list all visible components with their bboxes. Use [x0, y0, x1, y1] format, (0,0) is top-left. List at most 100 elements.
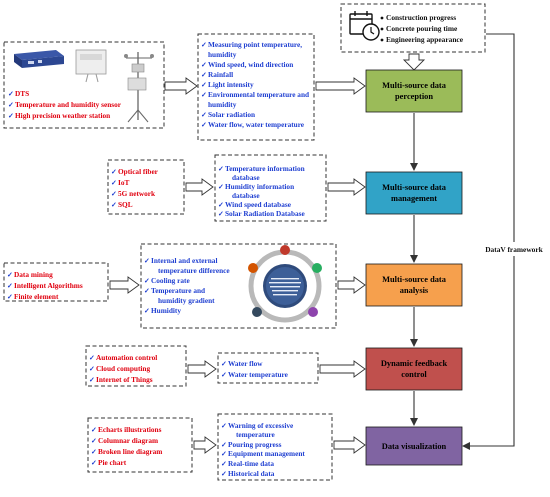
svg-text:✓: ✓ — [91, 437, 97, 445]
stage-management-line2: management — [391, 194, 437, 203]
stage-perception-line2: perception — [395, 92, 433, 101]
svg-text:✓: ✓ — [201, 111, 207, 119]
row5-right-arrow — [333, 436, 366, 454]
stage-perception-box — [365, 69, 463, 113]
row1-left-arrow — [164, 77, 198, 95]
row3-left-arrow — [109, 276, 140, 294]
stage-analysis-line2: analysis — [400, 286, 429, 295]
svg-text:✓: ✓ — [144, 277, 150, 285]
source-broken-line-diagram: Broken line diagram — [98, 447, 162, 456]
stage-feedback-line2: control — [401, 370, 427, 379]
vis-pouring-progress: Pouring progress — [228, 440, 282, 449]
svg-text:✓: ✓ — [218, 210, 224, 218]
svg-text:✓: ✓ — [201, 81, 207, 89]
svg-text:✓: ✓ — [218, 165, 224, 173]
stage-visualization: Data visualization — [365, 426, 463, 466]
svg-text:✓: ✓ — [91, 426, 97, 434]
dts-device-image — [14, 50, 64, 68]
vis-historical-data: Historical data — [228, 469, 275, 478]
datav-framework-connector: DataV framework — [462, 33, 548, 450]
svg-text:✓: ✓ — [7, 293, 13, 301]
svg-text:✓: ✓ — [201, 121, 207, 129]
pouring-time-label: Concrete pouring time — [386, 24, 458, 33]
source-finite-element: Finite element — [14, 292, 59, 301]
analysis-sources-box: ✓ Data mining ✓ Intelligent Algorithms ✓… — [3, 262, 109, 302]
stage-feedback: Dynamic feedback control — [365, 347, 463, 391]
row5-left-arrow — [193, 436, 217, 454]
source-internet-of-things: Internet of Things — [96, 375, 153, 384]
row4-left-arrow — [187, 360, 217, 378]
analysis-hub-graphic — [248, 245, 322, 323]
db-temperature-suffix: database — [232, 173, 260, 182]
analysis-temp-difference: Internal and external — [151, 256, 217, 265]
db-solar-radiation: Solar Radiation Database — [225, 209, 305, 218]
top-box-down-arrow — [402, 53, 426, 71]
svg-text:✓: ✓ — [218, 201, 224, 209]
db-temperature: Temperature information — [225, 164, 305, 173]
svg-text:✓: ✓ — [221, 450, 227, 458]
svg-text:✓: ✓ — [144, 257, 150, 265]
row1-right-arrow — [315, 77, 366, 95]
visualization-data-box: ✓ Warning of excessive temperature ✓ Pou… — [217, 413, 333, 481]
svg-text:✓: ✓ — [89, 354, 95, 362]
row2-left-arrow — [185, 178, 214, 196]
source-dts: DTS — [15, 89, 29, 98]
svg-text:✓: ✓ — [221, 360, 227, 368]
source-weather-station: High precision weather station — [15, 111, 110, 120]
stage-management-line1: Multi-source data — [382, 183, 447, 192]
stage-management-box — [365, 171, 463, 215]
analysis-data-box: ✓ Internal and external temperature diff… — [140, 243, 337, 329]
source-automation-control: Automation control — [96, 353, 157, 362]
analysis-gradient-suffix: humidity gradient — [158, 296, 215, 305]
analysis-temp-difference-suffix: temperature difference — [158, 266, 230, 275]
analysis-humidity: Humidity — [151, 306, 181, 315]
svg-text:✓: ✓ — [221, 422, 227, 430]
svg-text:✓: ✓ — [89, 365, 95, 373]
item-solar-radiation: Solar radiation — [208, 110, 255, 119]
source-columnar-diagram: Columnar diagram — [98, 436, 158, 445]
feedback-water-temperature: Water temperature — [228, 370, 289, 379]
svg-text:✓: ✓ — [111, 168, 117, 176]
stage-analysis-line1: Multi-source data — [382, 275, 447, 284]
construction-info-list: Construction progress Concrete pouring t… — [380, 13, 464, 44]
svg-text:✓: ✓ — [201, 41, 207, 49]
perception-data-box: ✓ Measuring point temperature, humidity … — [197, 33, 315, 141]
stage-analysis: Multi-source data analysis — [365, 263, 463, 307]
svg-text:✓: ✓ — [221, 441, 227, 449]
row2-right-arrow — [327, 178, 366, 196]
stage-perception: Multi-source data perception — [365, 69, 463, 113]
source-pie-chart: Pie chart — [98, 458, 127, 467]
item-rainfall: Rainfall — [208, 70, 233, 79]
engineering-appearance-label: Engineering appearance — [386, 35, 464, 44]
vis-equipment-management: Equipment management — [228, 449, 305, 458]
analysis-cooling-rate: Cooling rate — [151, 276, 190, 285]
stage-analysis-box — [365, 263, 463, 307]
svg-text:✓: ✓ — [111, 190, 117, 198]
sensor-sources-box: ✓ DTS ✓ Temperature and humidity sensor … — [3, 41, 165, 129]
management-database-box: ✓ Temperature information database ✓ Hum… — [214, 154, 327, 222]
item-environmental-humidity: humidity — [208, 100, 237, 109]
source-5g: 5G network — [118, 189, 156, 198]
stage-management: Multi-source data management — [365, 171, 463, 215]
svg-text:✓: ✓ — [8, 101, 14, 109]
svg-text:✓: ✓ — [91, 459, 97, 467]
stage-visualization-line1: Data visualization — [382, 442, 447, 451]
stage-feedback-box — [365, 347, 463, 391]
item-environmental-temperature: Environmental temperature and — [208, 90, 309, 99]
svg-text:✓: ✓ — [8, 90, 14, 98]
row4-right-arrow — [319, 360, 366, 378]
source-sql: SQL — [118, 200, 133, 209]
perception-data-list: ✓ Measuring point temperature, humidity … — [201, 40, 309, 129]
item-measuring-point-temperature: Measuring point temperature, — [208, 40, 302, 49]
stage-perception-line1: Multi-source data — [382, 81, 447, 90]
visualization-sources-box: ✓ Echarts illustrations ✓ Columnar diagr… — [87, 417, 193, 473]
svg-text:✓: ✓ — [111, 179, 117, 187]
management-sources-box: ✓ Optical fiber ✓ IoT ✓ 5G network ✓ SQL — [107, 159, 185, 215]
svg-text:✓: ✓ — [91, 448, 97, 456]
weather-station-image — [124, 52, 154, 123]
item-wind: Wind speed, wind direction — [208, 60, 293, 69]
db-wind-speed: Wind speed database — [225, 200, 292, 209]
svg-text:✓: ✓ — [7, 271, 13, 279]
source-echarts: Echarts illustrations — [98, 425, 162, 434]
vis-warning-suffix: temperature — [236, 430, 276, 439]
